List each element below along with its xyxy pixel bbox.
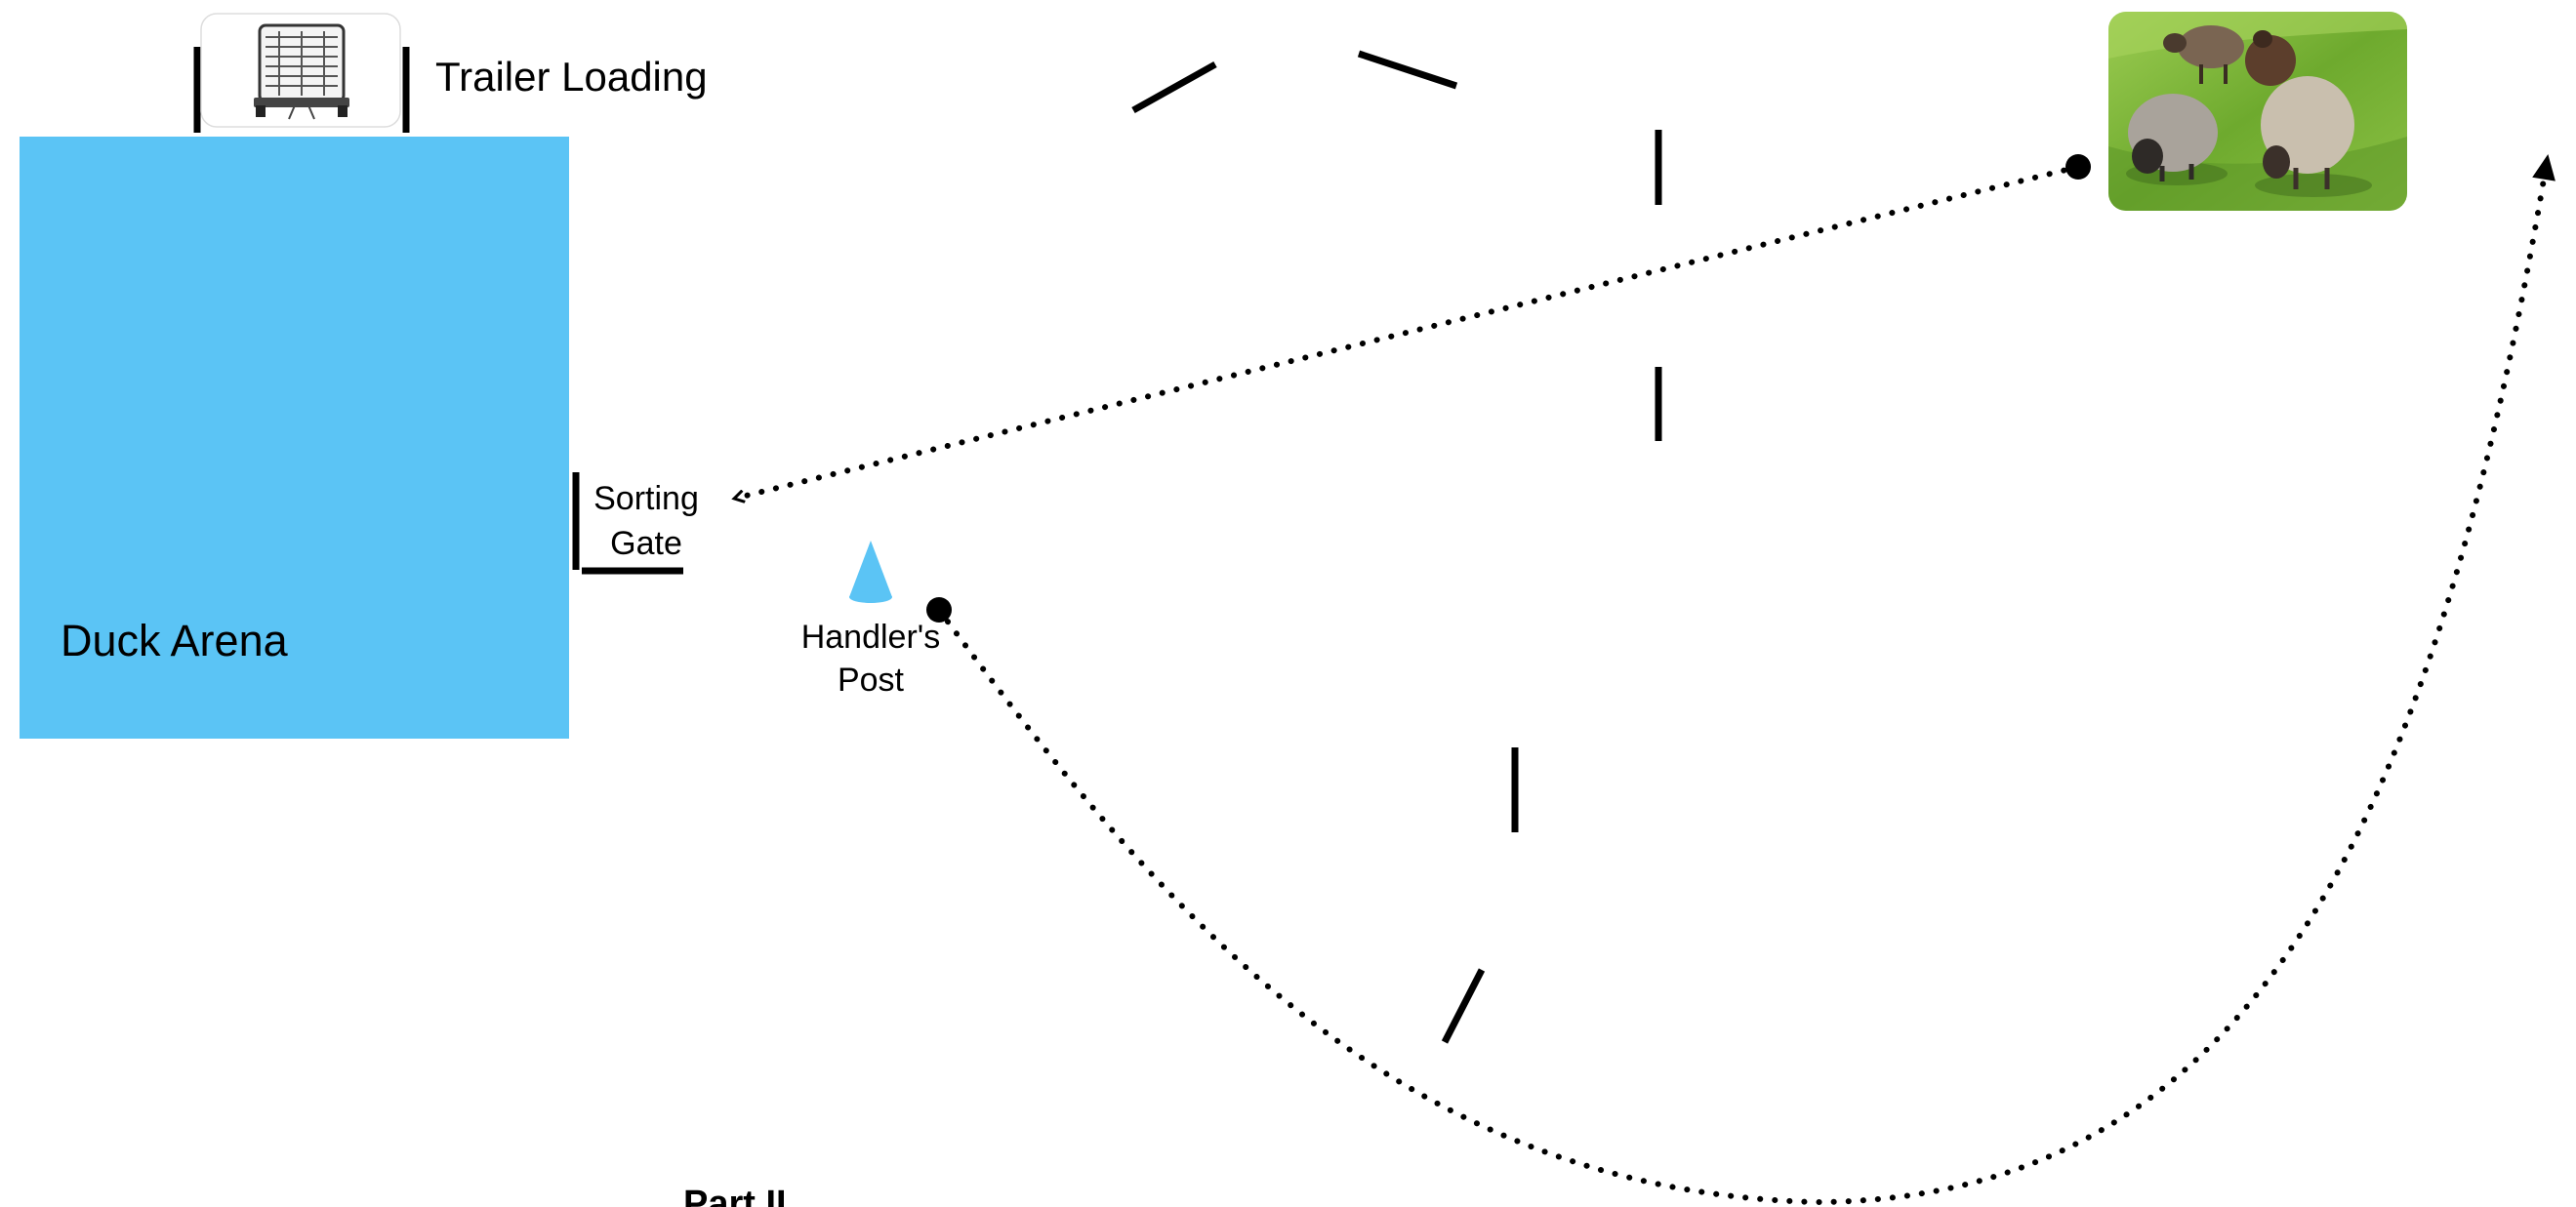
duck-arena-label: Duck Arena <box>61 616 289 665</box>
duck-arena <box>20 137 569 739</box>
route-outrun <box>936 153 2556 1206</box>
obstacle-segment <box>1441 968 1486 1044</box>
handler-post-label-line2: Post <box>838 662 905 699</box>
trailer-loading-label: Trailer Loading <box>435 54 708 100</box>
course-obstacles <box>1131 50 1662 1044</box>
route-to-sorting-gate <box>738 164 2081 498</box>
cone-icon <box>849 541 892 603</box>
sheep-photo <box>2108 12 2407 211</box>
sorting-gate-label-line1: Sorting <box>593 480 699 517</box>
obstacle-segment <box>1357 50 1458 90</box>
handler-post-label-line1: Handler's <box>801 619 941 656</box>
sorting-gate-label-line2: Gate <box>610 525 682 562</box>
part-label: Part II <box>683 1184 787 1207</box>
horse-trailer-icon <box>200 13 401 128</box>
obstacle-segment <box>1131 60 1217 114</box>
